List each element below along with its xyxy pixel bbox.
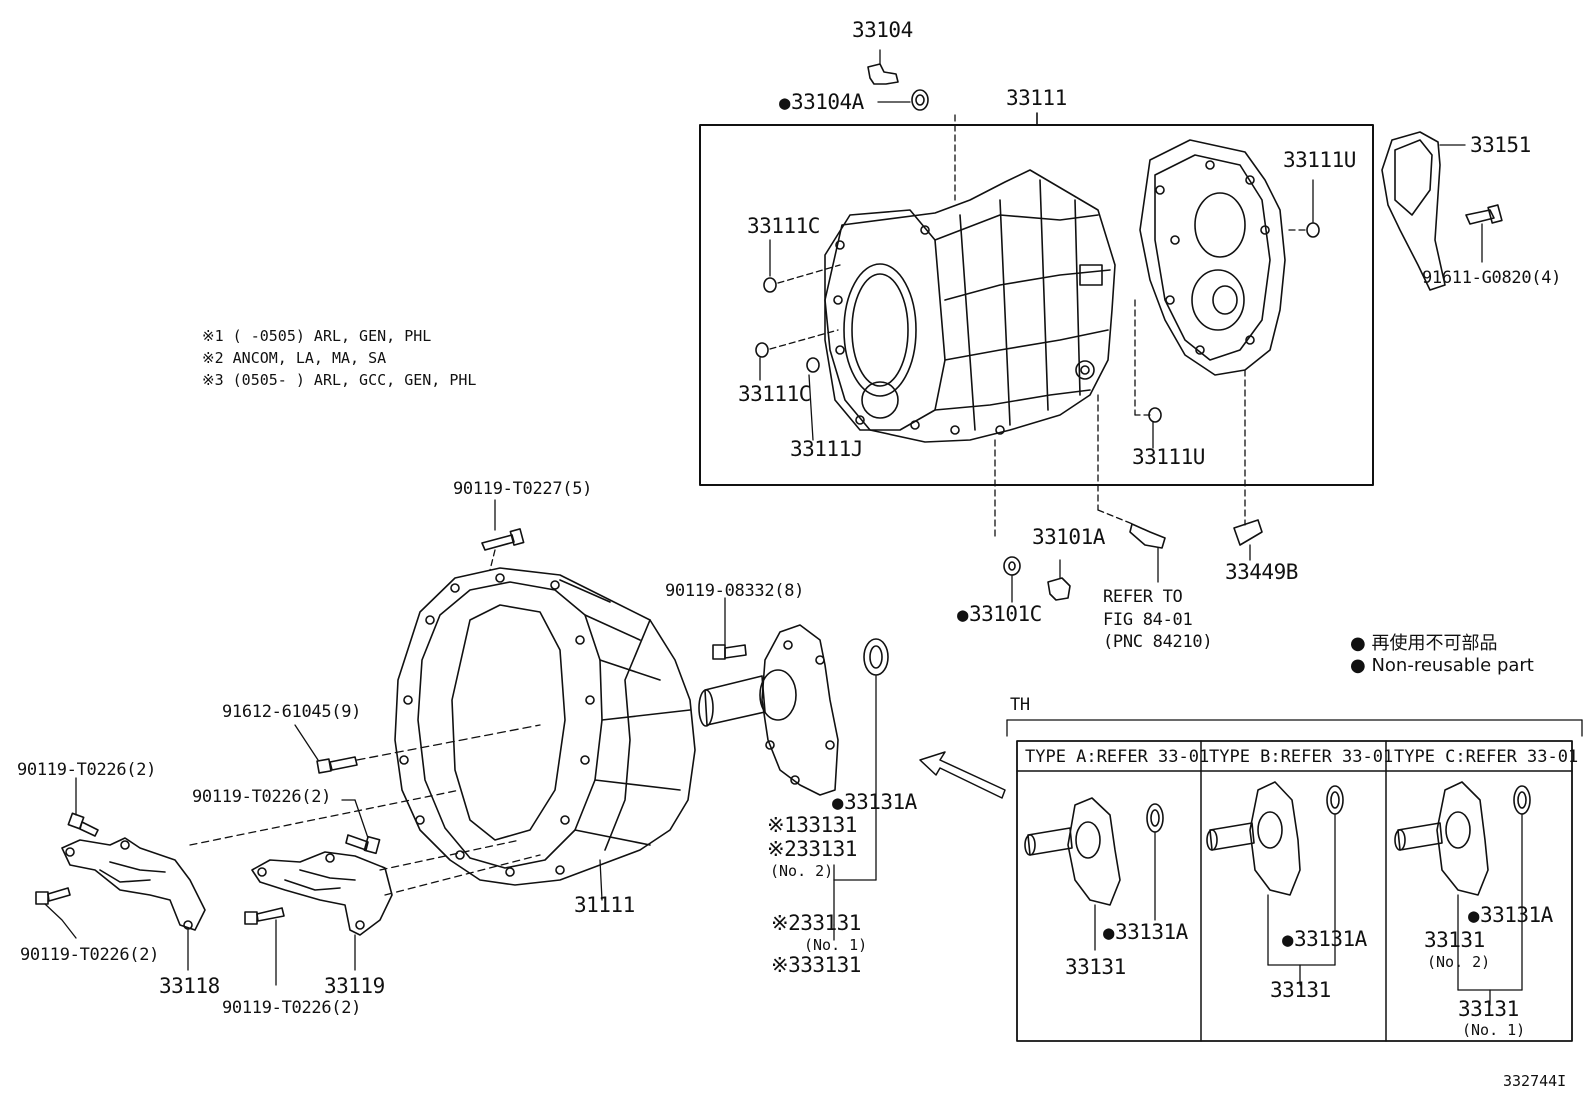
bolt-90119-T0226-c [35, 887, 77, 939]
th-pointer-arrow [919, 751, 1006, 799]
sensor-84210 [1129, 523, 1166, 583]
legend-en-text: Non-reusable part [1371, 655, 1534, 676]
bolt-91611 [1465, 204, 1503, 263]
note-3: ※3 (0505- ) ARL, GCC, GEN, PHL [202, 371, 477, 389]
label-91611: 91611-G0820(4) [1422, 268, 1562, 288]
label-33151: 33151 [1470, 133, 1531, 157]
cover-33151 [1381, 131, 1466, 291]
label-33104A: 33104A [779, 90, 864, 114]
legend-english: ● Non-reusable part [1350, 655, 1534, 676]
bolt-33104 [867, 49, 899, 85]
label-33131-note2b: ※233131 [771, 911, 861, 935]
clutch-housing-31111 [394, 567, 696, 901]
label-33131A: 33131A [832, 790, 917, 814]
refer-line-3: (PNC 84210) [1103, 632, 1213, 652]
legend-dot-icon: ● [1350, 655, 1366, 676]
label-33111J: 33111J [790, 437, 863, 461]
type-c-no1: (No. 1) [1462, 1021, 1526, 1039]
bolt-90119-08332 [712, 597, 747, 660]
label-33111U-top: 33111U [1283, 148, 1356, 172]
legend-jp-text: 再使用不可部品 [1371, 633, 1498, 654]
oil-seal-33131A [833, 638, 889, 941]
label-90119-T0226-b: 90119-T0226(2) [192, 787, 332, 807]
label-33111: 33111 [1006, 86, 1067, 110]
clip-33449B [1233, 519, 1263, 561]
retainer-33131 [698, 624, 839, 796]
dowel-pins [755, 222, 1320, 423]
transmission-case-33111 [824, 169, 1116, 443]
bolt-90119-T0226-b [67, 777, 99, 837]
bracket-33119 [251, 851, 393, 971]
type-c-no2: (No. 2) [1427, 953, 1491, 971]
plug-33101A [1047, 559, 1071, 601]
label-90119-08332: 90119-08332(8) [665, 581, 805, 601]
extension-housing-33111 [1139, 139, 1286, 376]
label-33111C-b: 33111C [738, 382, 811, 406]
label-no2: (No. 2) [770, 862, 834, 880]
case-group-box [699, 124, 1374, 486]
label-33101C: 33101C [957, 602, 1042, 626]
th-type-c-parts [1394, 781, 1531, 1006]
note-2: ※2 ANCOM, LA, MA, SA [202, 349, 387, 367]
refer-line-2: FIG 84-01 [1103, 610, 1193, 630]
th-label: TH [1010, 695, 1030, 715]
legend-dot-icon: ● [1350, 633, 1366, 654]
label-33131-note2: ※233131 [767, 837, 857, 861]
bolt-90119-T0227 [481, 499, 525, 571]
label-90119-T0227: 90119-T0227(5) [453, 479, 593, 499]
type-b-33131A: 33131A [1282, 927, 1367, 951]
type-a-33131: 33131 [1065, 955, 1126, 979]
label-90119-T0226-d: 90119-T0226(2) [222, 998, 362, 1018]
refer-line-1: REFER TO [1103, 587, 1183, 607]
type-a-header: TYPE A:REFER 33-01 [1025, 747, 1210, 767]
th-type-a-parts [1024, 797, 1164, 951]
label-33101A: 33101A [1032, 525, 1105, 549]
th-bracket [1006, 719, 1583, 737]
figure-number: 332744I [1503, 1072, 1567, 1090]
th-type-b-parts [1206, 781, 1344, 986]
label-33104: 33104 [852, 18, 913, 42]
type-c-33131A: 33131A [1468, 903, 1553, 927]
label-90119-T0226-c: 90119-T0226(2) [20, 945, 160, 965]
bolt-91612 [294, 724, 541, 774]
type-a-33131A: 33131A [1103, 920, 1188, 944]
label-no1: (No. 1) [804, 936, 868, 954]
type-c-header: TYPE C:REFER 33-01 [1394, 747, 1579, 767]
type-b-header: TYPE B:REFER 33-01 [1209, 747, 1394, 767]
label-90119-T0226-a: 90119-T0226(2) [17, 760, 157, 780]
bracket-33118 [61, 837, 206, 971]
type-c-33131-no2: 33131 [1424, 928, 1485, 952]
type-c-33131-no1: 33131 [1458, 997, 1519, 1021]
type-b-33131: 33131 [1270, 978, 1331, 1002]
label-33111C-a: 33111C [747, 214, 820, 238]
gasket-33104A [877, 89, 929, 111]
label-33131-note1: ※133131 [767, 813, 857, 837]
bolt-90119-T0226-a [341, 799, 381, 855]
bolt-90119-T0226-d [244, 907, 285, 986]
label-31111: 31111 [574, 893, 635, 917]
label-33111U-bottom: 33111U [1132, 445, 1205, 469]
label-33131-note3: ※333131 [771, 953, 861, 977]
label-33449B: 33449B [1225, 560, 1298, 584]
legend-japanese: ● 再使用不可部品 [1350, 629, 1497, 655]
th-detail-box [1016, 740, 1573, 1042]
note-1: ※1 ( -0505) ARL, GEN, PHL [202, 327, 432, 345]
gasket-33101C [1003, 556, 1021, 603]
label-91612: 91612-61045(9) [222, 702, 362, 722]
label-33118: 33118 [159, 974, 220, 998]
label-33119: 33119 [324, 974, 385, 998]
